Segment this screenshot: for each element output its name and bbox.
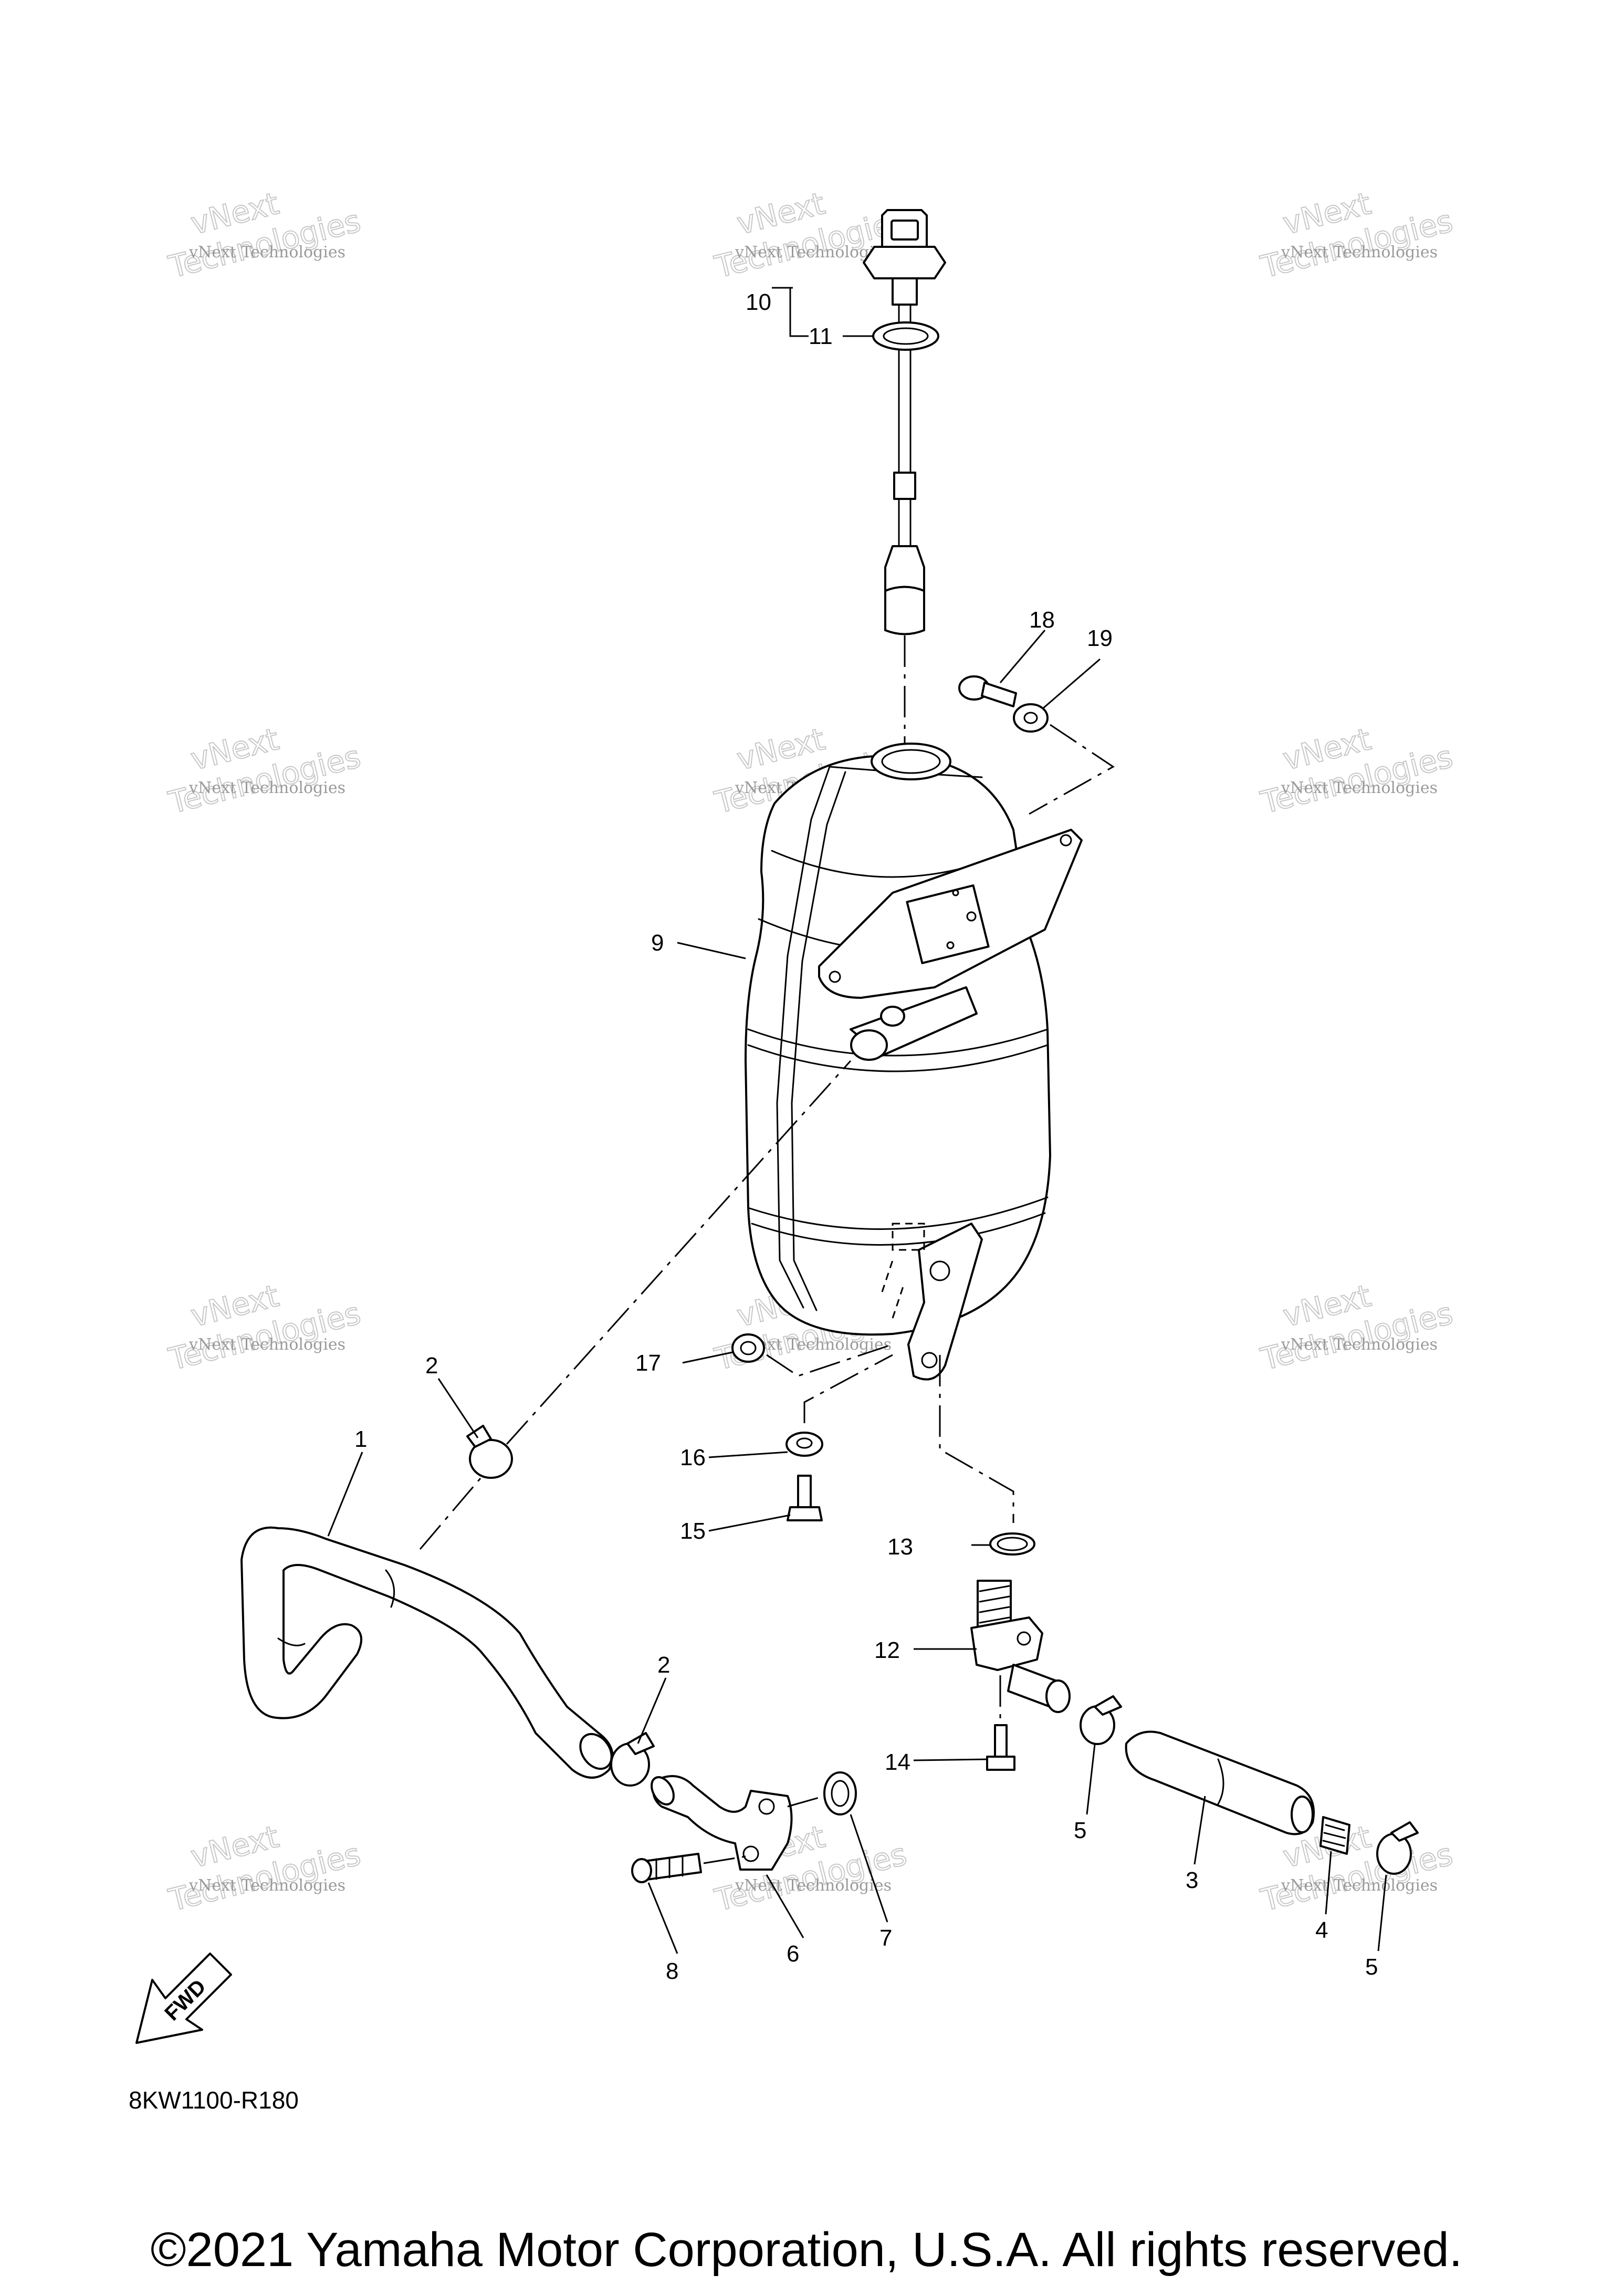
watermark: vNext Technologies vNext Technologies [1256,721,1457,821]
callout-9: 9 [651,930,664,956]
callout-6: 6 [787,1941,799,1967]
hose-clamp-part [1080,1695,1122,1745]
alignment-line [506,1060,852,1445]
fwd-arrow-icon: FWD [135,1953,232,2044]
drain-hose-part [1125,1730,1315,1835]
alignment-line [703,1855,746,1864]
watermark: vNext Technologies vNext Technologies [164,185,364,286]
o-ring-part [823,1771,857,1815]
svg-text:vNext Technologies: vNext Technologies [188,779,345,797]
callout-13: 13 [887,1534,913,1560]
alignment-line [803,1354,893,1423]
watermark: vNext Technologies vNext Technologies [164,1277,364,1378]
callout-5-right: 5 [1365,1954,1378,1980]
callout-7: 7 [879,1925,892,1951]
callout-19: 17 [635,1350,661,1376]
screw-part [986,1724,1015,1771]
o-ring-part [989,1532,1035,1556]
callouts: 10 11 18 19 9 17 16 15 13 12 14 2 1 2 5 … [354,289,1378,1984]
callout-14: 14 [885,1749,910,1775]
washer-part [1013,703,1049,733]
alignment-line [419,1478,481,1550]
oil-pipe-part [651,1775,793,1871]
callout-8: 8 [666,1958,678,1984]
svg-text:vNext Technologies: vNext Technologies [188,1335,345,1354]
svg-text:vNext Technologies: vNext Technologies [1281,1335,1438,1354]
svg-text:vNext Technologies: vNext Technologies [735,1876,892,1895]
grommet-part [731,1333,765,1363]
callout-5-left: 5 [1074,1818,1086,1843]
svg-text:vNext Technologies: vNext Technologies [188,1876,345,1895]
callout-2-lower: 2 [657,1652,670,1678]
callout-4: 4 [1315,1917,1328,1943]
svg-text:vNext Technologies: vNext Technologies [1281,1876,1438,1895]
callout-10: 10 [746,289,771,315]
bolt-part [958,675,1017,707]
alignment-line [939,1355,1014,1523]
svg-text:vNext Technologies: vNext Technologies [1281,779,1438,797]
callout-17: 18 [1029,607,1055,633]
watermark: vNext Technologies vNext Technologies [164,721,364,821]
callout-12: 12 [874,1637,900,1663]
callout-3: 3 [1186,1867,1198,1893]
hose-clamp-part [466,1425,513,1479]
reference-code: 8KW1100-R180 [129,2086,299,2114]
oil-hose-part [240,1526,614,1779]
hose-clamp-part [1376,1821,1419,1875]
callout-11: 11 [809,323,833,349]
svg-text:vNext Technologies: vNext Technologies [1281,243,1438,262]
watermark: vNext Technologies vNext Technologies [1256,185,1457,286]
svg-text:vNext Technologies: vNext Technologies [188,243,345,262]
alignment-line [766,1343,893,1377]
callout-15: 15 [680,1518,706,1544]
hose-clamp-part [610,1732,655,1787]
copyright-notice: ©2021 Yamaha Motor Corporation, U.S.A. A… [151,2223,1462,2277]
callout-2-upper: 2 [425,1353,438,1379]
o-ring-part [872,321,939,351]
oil-tank-part [745,743,1083,1381]
drain-fitting-part [970,1580,1071,1713]
callout-1: 1 [354,1426,367,1452]
leader-lines [327,287,1387,1954]
alignment-line [1029,724,1115,815]
collar-part [785,1432,823,1457]
watermark: vNext Technologies vNext Technologies [1256,1277,1457,1378]
callout-16: 16 [680,1445,706,1470]
drain-plug-part [1319,1816,1350,1855]
alignment-line [787,1795,825,1808]
flange-bolt-part [787,1475,823,1521]
level-sensor-part [863,209,946,635]
bolt-part [631,1853,702,1883]
callout-18: 19 [1087,625,1113,651]
watermark: vNext Technologies vNext Technologies [164,1818,364,1919]
